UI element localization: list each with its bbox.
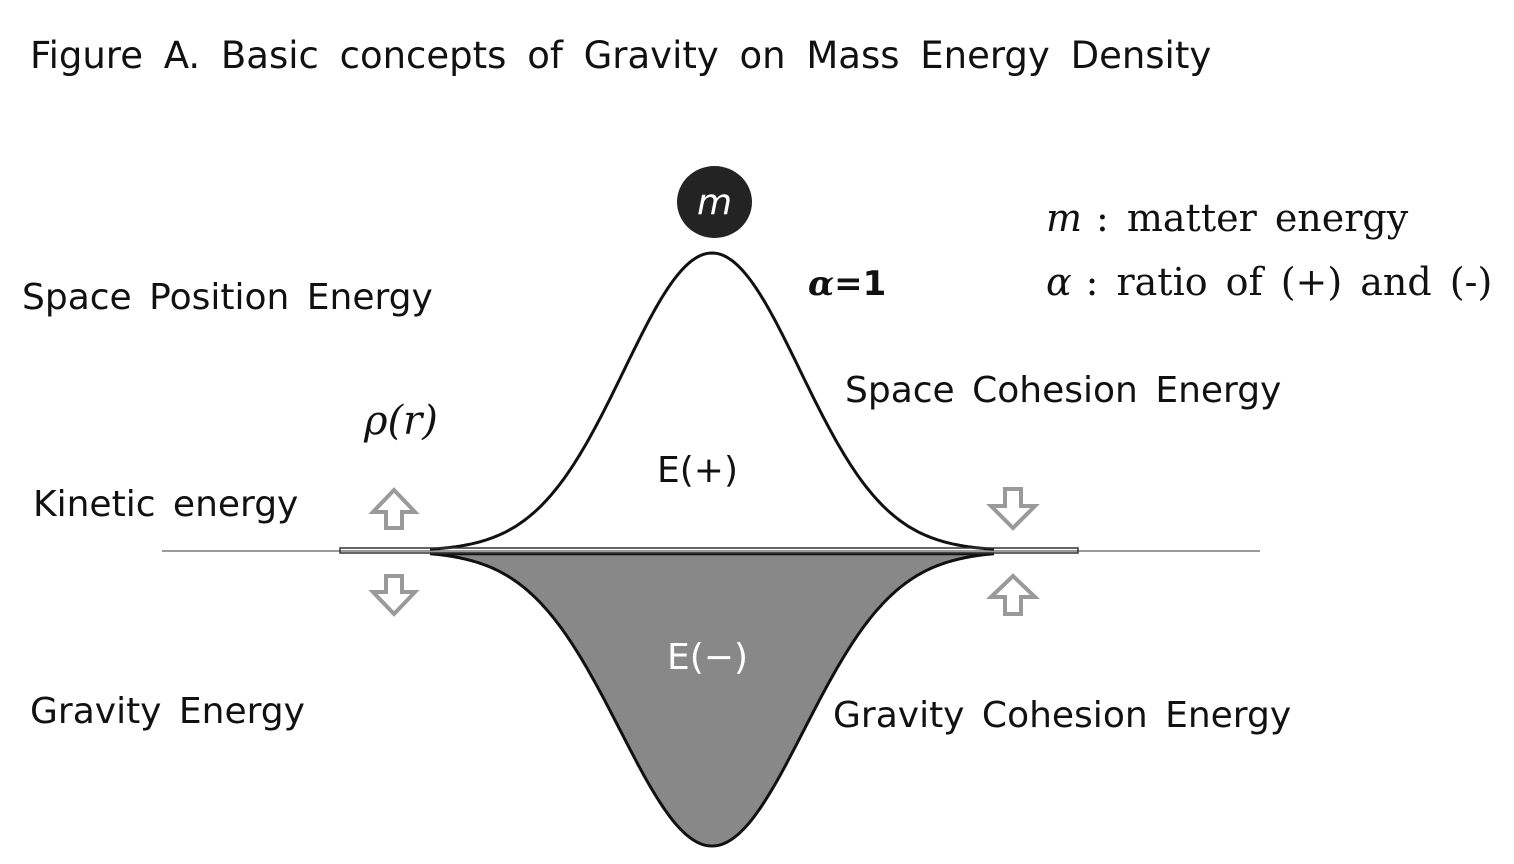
hollow-arrow-down-icon: [986, 487, 1040, 531]
matter-ball: m: [677, 166, 752, 238]
positive-energy-peak: [429, 251, 995, 551]
density-function-label: ρ(r): [364, 398, 438, 444]
figure-title: Figure A. Basic concepts of Gravity on M…: [30, 34, 1212, 77]
legend-item-matter: m: matter energy: [1046, 196, 1408, 240]
gravity-cohesion-energy-label: Gravity Cohesion Energy: [833, 695, 1292, 736]
hollow-arrow-down-icon: [368, 574, 420, 617]
matter-symbol: m: [696, 181, 733, 223]
baseline-bar: [339, 547, 1079, 554]
alpha-symbol: α: [808, 264, 835, 304]
legend-symbol: m: [1046, 196, 1083, 240]
kinetic-energy-label: Kinetic energy: [33, 484, 299, 525]
legend-text: matter energy: [1126, 196, 1409, 240]
legend-colon: :: [1096, 196, 1109, 240]
hollow-arrow-up-icon: [986, 573, 1040, 616]
alpha-value-label: α=1: [808, 264, 886, 304]
alpha-value: =1: [834, 264, 887, 304]
legend-text: ratio of (+) and (-): [1116, 260, 1493, 304]
legend-colon: :: [1085, 260, 1099, 304]
space-position-energy-label: Space Position Energy: [22, 277, 433, 318]
negative-energy-label: E(−): [667, 637, 748, 678]
hollow-arrow-up-icon: [368, 487, 420, 530]
legend-symbol: α: [1046, 260, 1072, 304]
legend-item-ratio: α: ratio of (+) and (-): [1046, 260, 1492, 304]
space-cohesion-energy-label: Space Cohesion Energy: [845, 370, 1282, 411]
negative-energy-well: [429, 552, 995, 848]
gravity-energy-label: Gravity Energy: [30, 691, 305, 732]
positive-energy-label: E(+): [657, 450, 738, 491]
